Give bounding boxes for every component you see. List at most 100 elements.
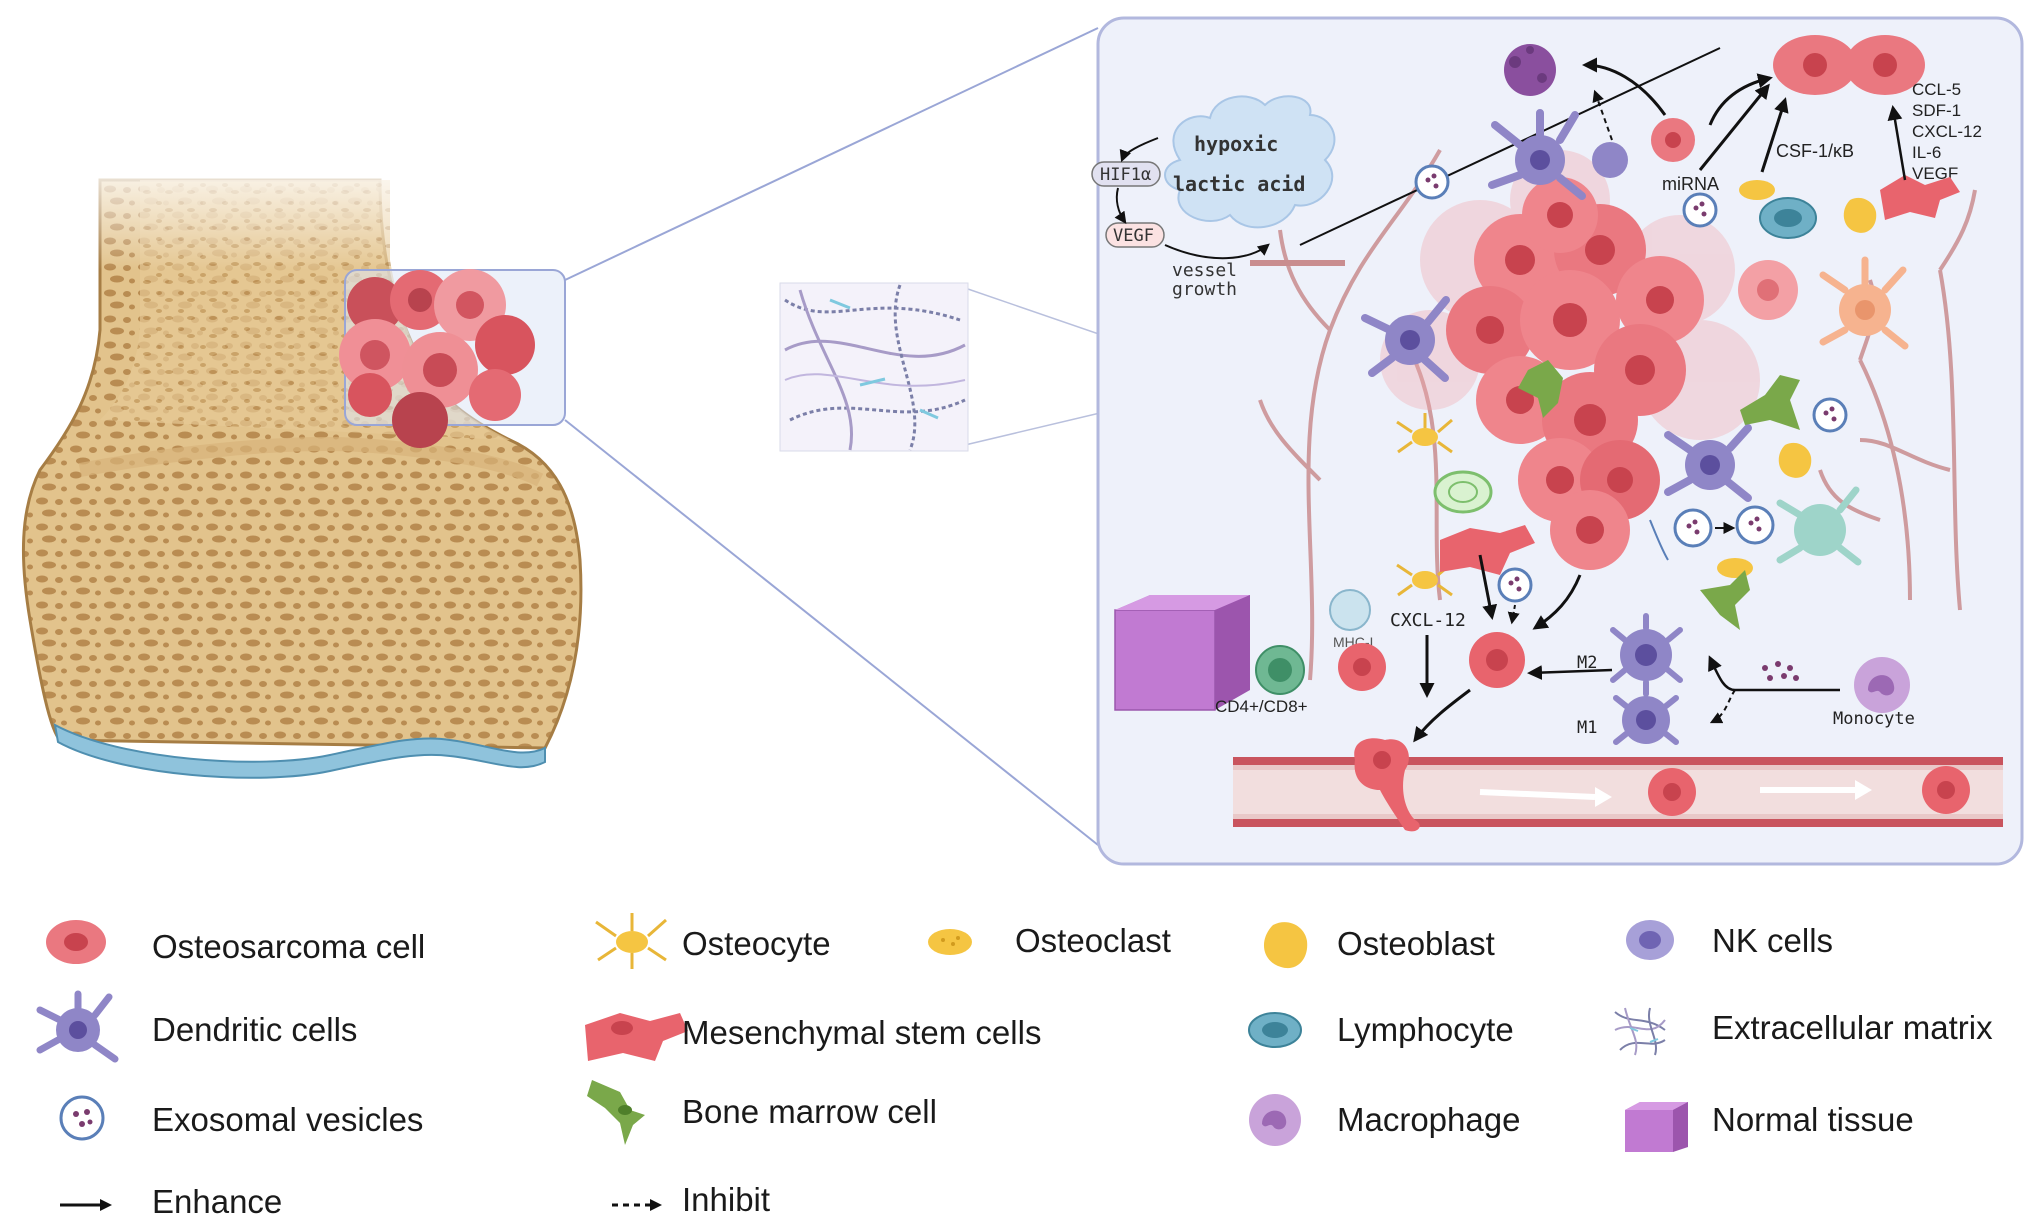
articular-cartilage xyxy=(53,723,546,779)
monocyte-label: Monocyte xyxy=(1833,709,1915,729)
bone-tumor-cluster xyxy=(339,269,535,448)
osteosarcoma-cell-icon xyxy=(46,920,106,964)
legend-label-lymphocyte: Lymphocyte xyxy=(1337,1011,1514,1048)
legend-icons xyxy=(36,913,1688,1211)
normal-tissue-cube xyxy=(1114,595,1250,711)
legend-label-normal-tissue: Normal tissue xyxy=(1712,1101,1914,1138)
cytokine-dots xyxy=(1762,661,1799,681)
vegf-to-vessel-arrow xyxy=(1164,243,1270,260)
legend-label-exosomal-vesicles: Exosomal vesicles xyxy=(152,1101,424,1138)
hypoxia-link-line xyxy=(1299,47,1721,246)
legend-label-osteoclast: Osteoclast xyxy=(1015,922,1171,959)
lactic-acid-label: lactic acid xyxy=(1173,172,1305,196)
pink-tumor-cell-right xyxy=(1738,260,1798,320)
legend-label-enhance: Enhance xyxy=(152,1183,283,1220)
cytokine-sdf1: SDF-1 xyxy=(1912,101,1961,120)
growth-plate xyxy=(78,437,544,487)
tumor-to-division-arrow xyxy=(1708,73,1773,126)
dendritic-cell-icon xyxy=(36,990,119,1063)
vessel-growth-label-1: vessel xyxy=(1172,260,1237,281)
intravasating-tumor-cell xyxy=(1354,738,1420,832)
bone-marrow-cell-icon xyxy=(587,1080,645,1145)
bone-marrow-cell-bottom xyxy=(1700,570,1750,630)
cd4-cd8-label: CD4+/CD8+ xyxy=(1215,697,1308,716)
legend-label-mesenchymal-stem-cells: Mesenchymal stem cells xyxy=(682,1014,1042,1051)
msc-cell-bottom xyxy=(1440,525,1535,575)
dendritic-cell-right xyxy=(1664,424,1752,502)
hypoxic-cloud xyxy=(1164,95,1336,229)
central-tumor-mass xyxy=(1380,150,1760,570)
legend-label-osteoblast: Osteoblast xyxy=(1337,925,1495,962)
tumor-to-vessel-arrow xyxy=(1413,688,1471,743)
cytokine-il6: IL-6 xyxy=(1912,143,1941,162)
exosomal-vesicle-icon xyxy=(59,1095,105,1141)
cytokine-ccl5: CCL-5 xyxy=(1912,80,1961,99)
bone-marrow-cell-center xyxy=(1518,360,1563,418)
dashed-arrow-icon xyxy=(612,1199,662,1211)
monocyte-to-m1-arrow xyxy=(1709,689,1736,724)
mass-to-cell-arrow xyxy=(1532,574,1582,630)
cytokine-list: CCL-5 SDF-1 CXCL-12 IL-6 VEGF xyxy=(1912,80,1982,183)
hif-to-vegf-arrow xyxy=(1114,187,1127,224)
blood-vessel xyxy=(1233,738,2003,832)
vessel-growth-label-2: growth xyxy=(1172,279,1237,300)
legend-label-dendritic-cells: Dendritic cells xyxy=(152,1011,358,1048)
lymphocyte-icon xyxy=(1248,1012,1302,1048)
osteoblast-cell-right xyxy=(1778,442,1812,478)
hypoxic-label: hypoxic xyxy=(1194,132,1278,156)
flow-arrow-1 xyxy=(1479,789,1596,800)
csf-arrow xyxy=(1760,97,1789,173)
exosome-inhibit-arrow xyxy=(1507,604,1520,625)
legend-label-macrophage: Macrophage xyxy=(1337,1101,1521,1138)
solid-arrow-icon xyxy=(60,1199,112,1211)
capillary-network xyxy=(1258,149,1977,681)
msc-cell-top xyxy=(1880,175,1960,220)
green-vesicle xyxy=(1433,470,1493,514)
hif1a-label: HIF1α xyxy=(1100,165,1151,185)
vegf-pill xyxy=(1105,222,1165,248)
cloud-to-hif-arrow xyxy=(1119,137,1159,163)
legend-label-osteosarcoma-cell: Osteosarcoma cell xyxy=(152,928,426,965)
mesenchymal-stem-cell-icon xyxy=(585,1013,688,1061)
legend-label-extracellular-matrix: Extracellular matrix xyxy=(1712,1009,1993,1046)
apoptotic-cell xyxy=(1504,44,1556,96)
cxcl12-label: CXCL-12 xyxy=(1390,610,1466,631)
osteoblast-icon xyxy=(1263,922,1308,969)
legend-label-inhibit: Inhibit xyxy=(682,1181,771,1218)
mhc-cell xyxy=(1329,589,1371,631)
tumor-to-apoptosis-arrow xyxy=(1582,57,1667,116)
bone-illustration xyxy=(21,150,583,779)
teal-cell xyxy=(1776,486,1862,566)
legend-label-nk-cells: NK cells xyxy=(1712,922,1834,959)
normal-tissue-icon xyxy=(1625,1102,1688,1152)
m2-macrophage xyxy=(1610,613,1683,697)
monocyte-cell xyxy=(1854,657,1910,713)
dendritic-cell-left xyxy=(1361,296,1450,382)
nk-cell-icon xyxy=(1626,920,1674,960)
osteoclast-cell-right xyxy=(1717,558,1753,578)
vegf-pill-label: VEGF xyxy=(1113,226,1154,246)
osteocyte-cell xyxy=(1396,413,1453,454)
csf-label: CSF-1/κB xyxy=(1776,141,1854,161)
ecm-inset xyxy=(779,282,969,452)
legend-label-osteocyte: Osteocyte xyxy=(682,925,831,962)
peach-cell xyxy=(1819,256,1909,350)
bone-marrow-cell-right xyxy=(1740,375,1800,430)
dendritic-cell-top xyxy=(1488,109,1586,200)
msc-to-tumor-arrow xyxy=(1887,105,1907,181)
mirna-label: miRNA xyxy=(1662,174,1719,194)
msc-to-tumor-arrow-bottom xyxy=(1478,554,1498,620)
extracellular-matrix-icon xyxy=(1614,1007,1666,1056)
osteocyte-icon xyxy=(595,913,667,969)
osteoclast-cell-top xyxy=(1739,180,1775,200)
legend-label-bone-marrow-cell: Bone marrow cell xyxy=(682,1093,937,1130)
exosome-vesicles xyxy=(1414,164,1848,603)
m2-arrow xyxy=(1527,665,1613,681)
osteoclast-icon xyxy=(928,929,972,955)
macrophage-icon xyxy=(1249,1094,1301,1146)
m1-macrophage xyxy=(1613,695,1679,745)
m1-label: M1 xyxy=(1577,718,1597,738)
cytokine-cxcl12: CXCL-12 xyxy=(1912,122,1982,141)
